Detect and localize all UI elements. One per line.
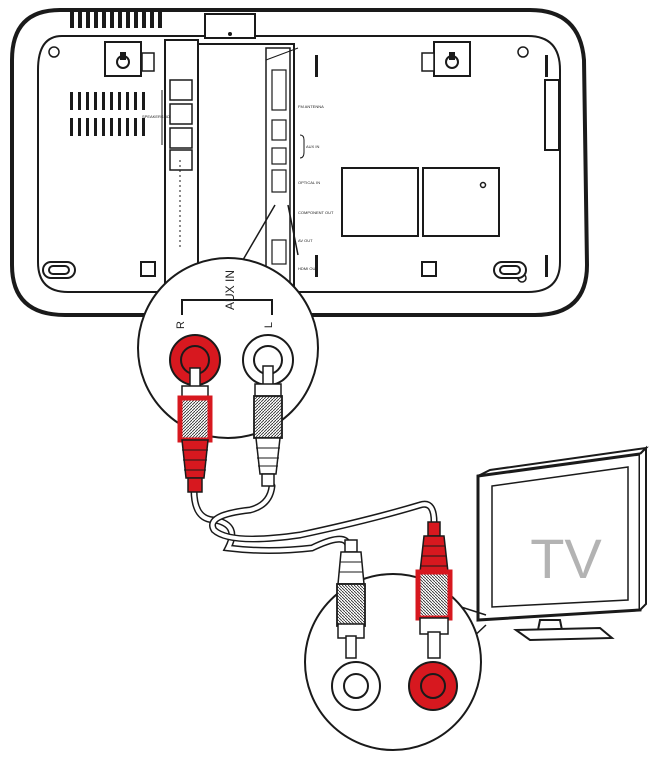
aux-in-zoom: AUX IN R L (137, 257, 319, 439)
speaker-vent (70, 92, 145, 136)
svg-text:OPTICAL IN: OPTICAL IN (298, 180, 320, 185)
port-label-speakers: SPEAKERS 8Ω (142, 114, 170, 119)
rca-plug-red-lower (415, 521, 453, 659)
speaker-terminals: SPEAKERS 8Ω (142, 39, 199, 291)
rca-plug-white-upper (253, 365, 283, 487)
tv-red-jack (408, 661, 458, 711)
aux-in-label: AUX IN (223, 270, 237, 310)
rca-plug-white-lower (336, 539, 366, 659)
svg-text:HDMI OUT: HDMI OUT (298, 266, 318, 271)
top-vent (70, 12, 162, 28)
tv-screen-text: TV (530, 527, 602, 590)
svg-text:COMPONENT OUT: COMPONENT OUT (298, 210, 334, 215)
aux-left-label: L (263, 322, 275, 328)
svg-text:FM ANTENNA: FM ANTENNA (298, 104, 324, 109)
rca-cable (190, 482, 438, 554)
tv-output-zoom (304, 573, 482, 751)
main-unit-rear: SPEAKERS 8Ω FM ANTENNA AUX IN OPTICAL IN… (10, 8, 590, 317)
rca-plug-red-upper (177, 367, 213, 493)
port-labels: FM ANTENNA AUX IN OPTICAL IN COMPONENT O… (298, 104, 334, 271)
tv-white-jack (331, 661, 381, 711)
aux-right-label: R (175, 321, 187, 329)
rubber-foot (42, 261, 527, 279)
connector-board (179, 43, 299, 293)
keyhole-mount-icon (421, 41, 471, 77)
keyhole-mount-icon (104, 41, 155, 77)
tv-icon: TV (476, 445, 649, 642)
svg-text:AUX IN: AUX IN (306, 144, 319, 149)
aux-right-jack (169, 334, 221, 386)
svg-text:AV OUT: AV OUT (298, 238, 313, 243)
